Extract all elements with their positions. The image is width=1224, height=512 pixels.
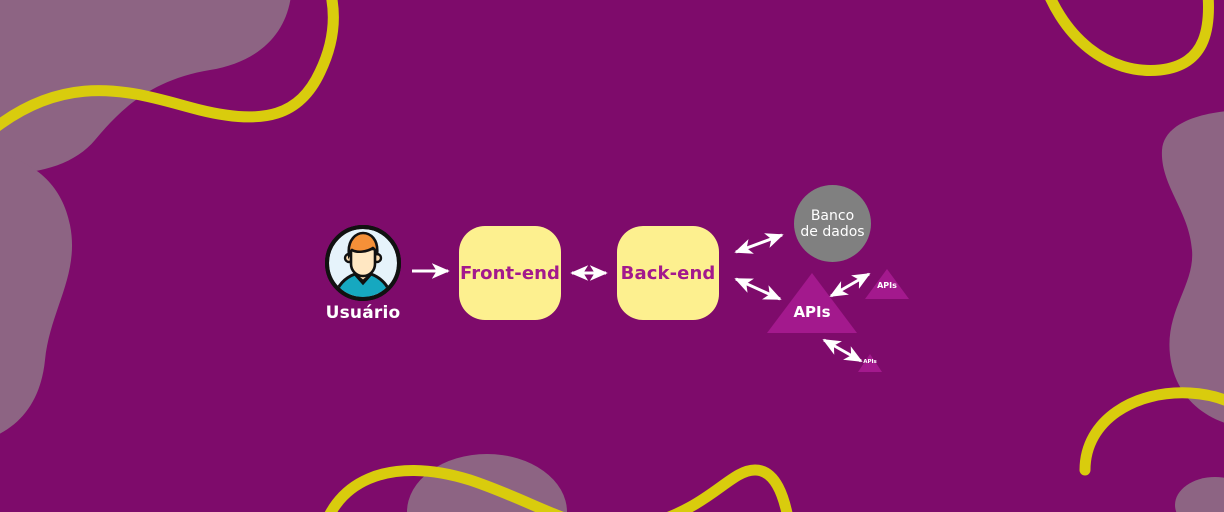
arrow-apis-to-apis-small bbox=[822, 338, 863, 363]
node-backend[interactable]: Back-end bbox=[617, 226, 719, 320]
triangle-apis-mid[interactable] bbox=[865, 269, 909, 299]
label-banco-de-dados: Banco de dados bbox=[800, 208, 864, 240]
label-backend: Back-end bbox=[620, 262, 716, 284]
label-frontend: Front-end bbox=[459, 262, 561, 284]
arrow-apis-to-apis-mid bbox=[829, 272, 871, 298]
arrow-backend-to-database bbox=[734, 233, 784, 254]
label-banco-line2: de dados bbox=[800, 223, 865, 240]
label-usuario: Usuário bbox=[325, 303, 401, 323]
node-frontend[interactable]: Front-end bbox=[459, 226, 561, 320]
triangle-apis-main[interactable] bbox=[767, 273, 857, 333]
node-banco-de-dados[interactable]: Banco de dados bbox=[794, 185, 871, 262]
node-usuario[interactable] bbox=[325, 225, 401, 301]
label-apis-mid: APIs bbox=[877, 281, 897, 290]
label-banco-line1: Banco bbox=[810, 207, 855, 224]
user-avatar-icon bbox=[325, 225, 401, 301]
triangle-apis-small[interactable] bbox=[858, 354, 882, 372]
arrow-backend-to-apis bbox=[734, 277, 782, 301]
label-apis-small: APIs bbox=[863, 359, 877, 365]
label-apis-main: APIs bbox=[793, 303, 831, 321]
